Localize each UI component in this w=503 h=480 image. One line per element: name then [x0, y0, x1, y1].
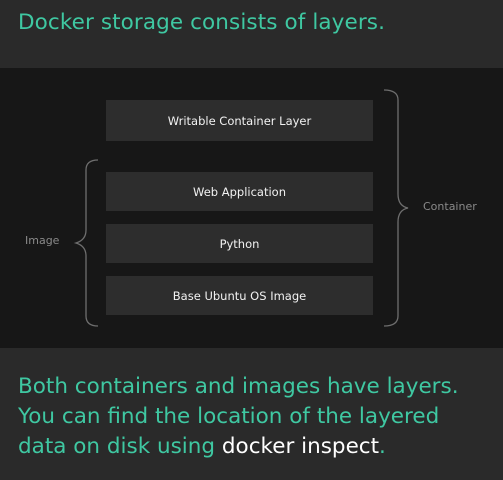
footer-line-3-suffix: . [379, 434, 386, 459]
brace-lines [73, 89, 409, 327]
container-brace [383, 89, 409, 327]
layer-python-label: Python [219, 236, 260, 251]
image-brace [73, 159, 99, 327]
layer-web-application-label: Web Application [193, 184, 286, 199]
footer-text-panel: Both containers and images have layers. … [0, 348, 503, 480]
footer-paragraph: Both containers and images have layers. … [18, 372, 498, 462]
slide-title: Docker storage consists of layers. [18, 10, 385, 35]
container-label: Container [423, 200, 477, 213]
layer-base-ubuntu: Base Ubuntu OS Image [106, 276, 373, 315]
layer-base-ubuntu-label: Base Ubuntu OS Image [172, 288, 307, 303]
layer-writable-container: Writable Container Layer [106, 100, 373, 141]
layers-diagram: Writable Container Layer Web Application… [0, 68, 503, 348]
title-bar: Docker storage consists of layers. [0, 0, 503, 68]
layer-python: Python [106, 224, 373, 263]
layer-writable-container-label: Writable Container Layer [167, 113, 312, 128]
footer-line-2: You can find the location of the layered [18, 404, 440, 429]
footer-line-1: Both containers and images have layers. [18, 374, 459, 399]
docker-inspect-command: docker inspect [221, 434, 380, 459]
layer-web-application: Web Application [106, 172, 373, 211]
image-label: Image [25, 234, 60, 247]
footer-line-3-prefix: data on disk using [18, 434, 216, 459]
